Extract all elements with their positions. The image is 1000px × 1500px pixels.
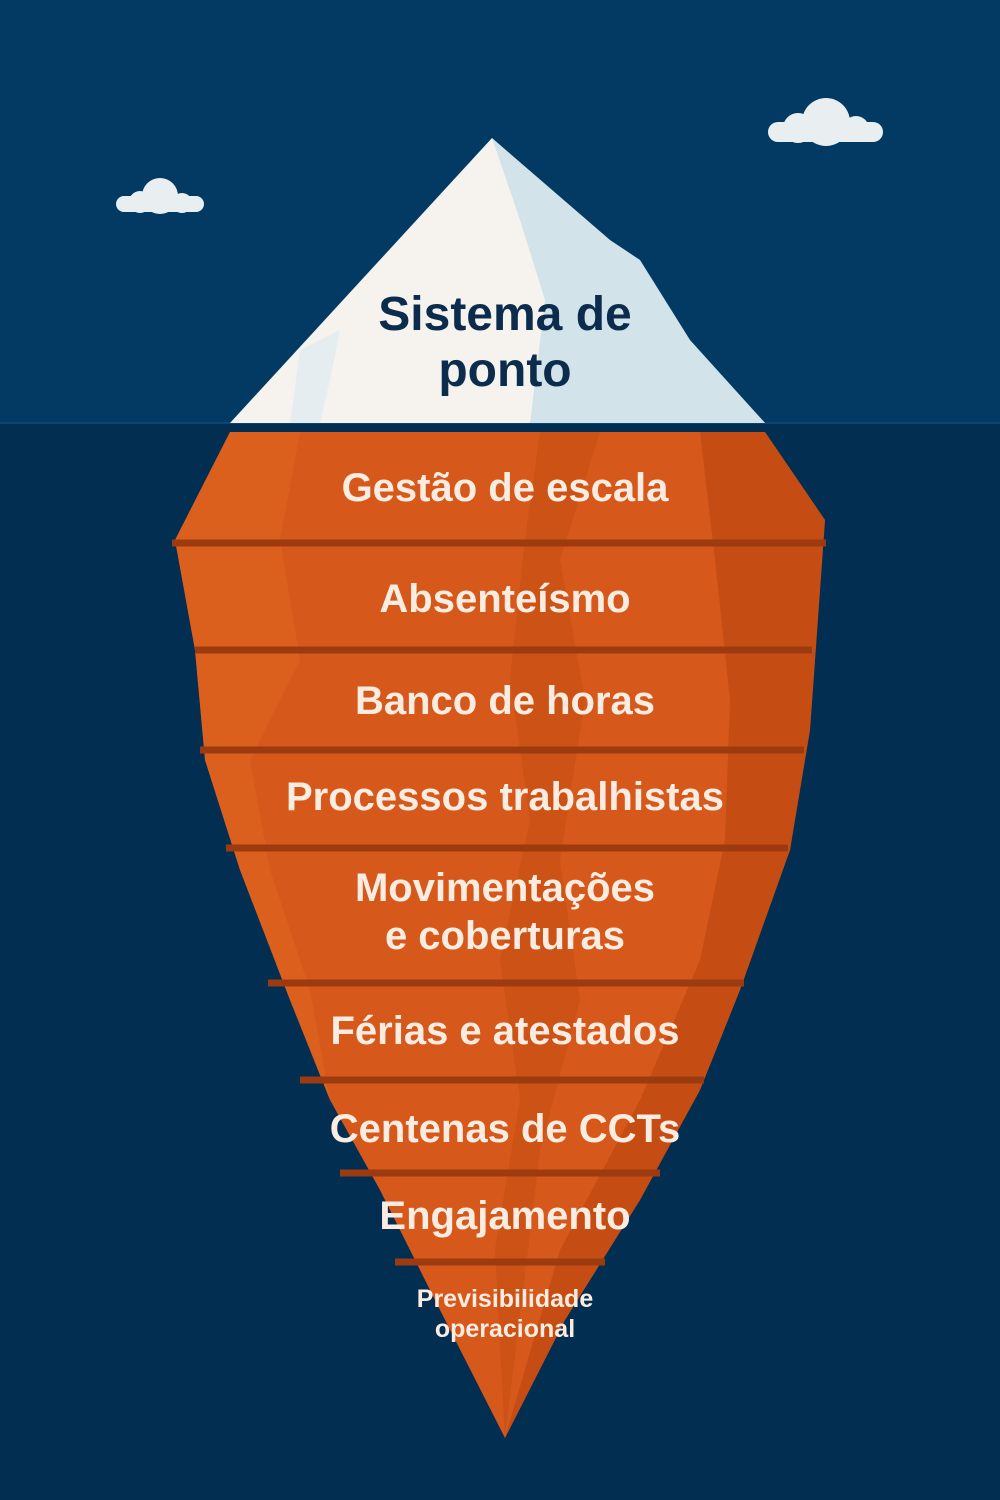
cloud-left-icon [116,178,204,214]
layer-separators [172,539,826,1266]
iceberg-tip-shade [492,138,765,423]
iceberg-tip-shade-left [290,330,340,423]
layer-movimentacoes-line2: e coberturas [384,914,626,958]
layer-centenas-de-ccts: Centenas de CCTs [329,1107,681,1151]
layer-processos-trabalhistas: Processos trabalhistas [286,775,724,819]
layer-movimentacoes-line1: Movimentações [354,866,656,910]
tip-title-line2: ponto [438,344,572,397]
tip-title-line1: Sistema de [378,288,632,341]
layer-previsibilidade-line1: Previsibilidade [416,1285,594,1313]
layer-previsibilidade-line2: operacional [434,1315,576,1343]
cloud-right-icon [768,98,883,146]
layer-engajamento: Engajamento [379,1194,631,1238]
layer-gestao-de-escala: Gestão de escala [341,466,669,510]
layer-ferias-e-atestados: Férias e atestados [330,1009,680,1053]
layer-banco-de-horas: Banco de horas [354,679,656,723]
iceberg-facet-mid [495,432,600,1438]
iceberg-body [175,432,825,1438]
iceberg-facet-left [175,432,330,1100]
iceberg-facet-right [505,432,825,1438]
layer-absenteismo: Absenteísmo [379,577,631,621]
